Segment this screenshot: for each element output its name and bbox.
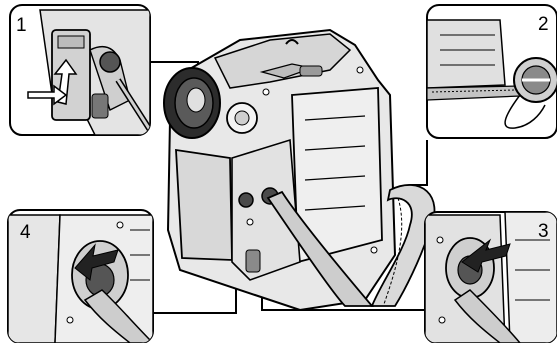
camcorder-body — [164, 30, 395, 310]
step-3-panel: 3 — [425, 212, 557, 343]
step-4-panel: 4 — [8, 210, 153, 343]
step-1-panel: 1 — [10, 5, 150, 135]
step-2-number: 2 — [538, 14, 549, 35]
step-3-number: 3 — [538, 221, 549, 242]
step-1-number: 1 — [16, 15, 27, 36]
step-4-number: 4 — [20, 222, 31, 243]
step-2-panel: 2 — [427, 5, 557, 138]
